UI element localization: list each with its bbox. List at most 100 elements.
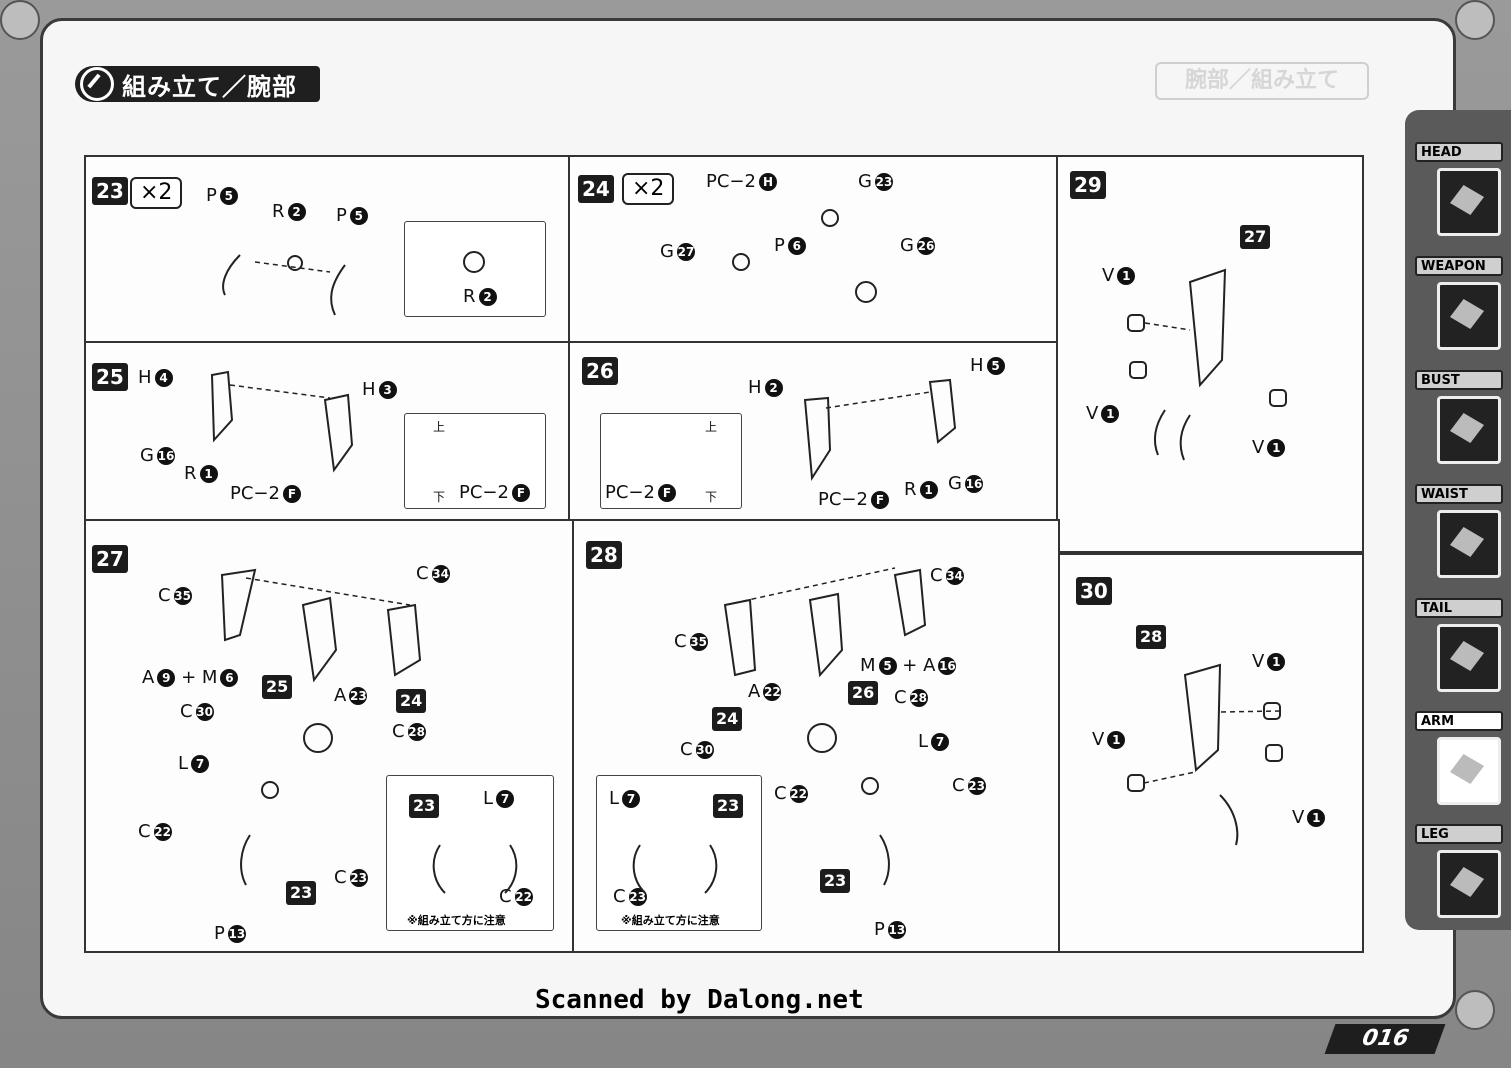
caution-note: ※組み立て方に注意: [407, 914, 506, 927]
subassembly-number: 23: [286, 881, 317, 905]
orientation-label: 上: [705, 420, 718, 434]
joint-part: [807, 723, 837, 753]
joint-part: [821, 209, 839, 227]
step-number: 25: [92, 363, 128, 391]
joint-part: [1269, 389, 1287, 407]
claw-part: [504, 844, 518, 894]
claw-part: [879, 834, 890, 886]
bolt-icon: [0, 0, 40, 40]
step-number: 29: [1070, 171, 1106, 199]
arm-part: [803, 396, 832, 481]
tab-weapon[interactable]: WEAPON: [1415, 256, 1503, 360]
tab-head[interactable]: HEAD: [1415, 142, 1503, 246]
tab-label: TAIL: [1415, 598, 1503, 618]
claw-part: [632, 844, 646, 894]
joint-part: [261, 781, 279, 799]
tab-waist[interactable]: WAIST: [1415, 484, 1503, 588]
claw-part: [1219, 794, 1239, 846]
tab-arm[interactable]: ARM: [1415, 711, 1503, 815]
arm-part: [210, 370, 234, 443]
step-number: 28: [586, 541, 622, 569]
leg-icon: [1437, 850, 1501, 918]
joint-part: [1127, 314, 1145, 332]
assembly-guide-line: [254, 261, 331, 273]
arm-part: [928, 378, 957, 444]
claw-part: [240, 834, 251, 886]
joint-part: [1127, 774, 1145, 792]
claw-part: [704, 844, 718, 894]
tail-icon: [1437, 624, 1501, 692]
tab-tail[interactable]: TAIL: [1415, 598, 1503, 702]
arm-part: [323, 393, 354, 473]
bolt-icon: [1455, 990, 1495, 1030]
step-number: 27: [92, 545, 128, 573]
quantity-badge: ×2: [130, 177, 183, 209]
subassembly-number: 23: [820, 869, 851, 893]
scan-watermark: Scanned by Dalong.net: [535, 985, 864, 1015]
head-icon: [1437, 168, 1501, 236]
assembly-guide-line: [1143, 771, 1196, 784]
caution-note: ※組み立て方に注意: [621, 914, 720, 927]
subassembly-number: 24: [712, 707, 743, 731]
joint-part: [303, 723, 333, 753]
joint-part: [855, 281, 877, 303]
tab-bust[interactable]: BUST: [1415, 370, 1503, 474]
assembly-guide-line: [1144, 322, 1191, 331]
assembly-guide-line: [825, 391, 931, 409]
waist-icon: [1437, 510, 1501, 578]
gear-part: [463, 251, 485, 273]
tab-label: WEAPON: [1415, 256, 1503, 276]
joint-part: [861, 777, 879, 795]
joint-part: [287, 255, 303, 271]
assembly-guide-line: [245, 577, 411, 606]
orientation-label: 下: [705, 490, 718, 504]
tab-leg[interactable]: LEG: [1415, 824, 1503, 928]
assembly-guide-line: [1219, 710, 1281, 713]
subassembly-number: 25: [262, 675, 293, 699]
step-number: 26: [582, 357, 618, 385]
subassembly-number: 27: [1240, 225, 1271, 249]
joint-part: [1265, 744, 1283, 762]
arm-part: [1183, 663, 1222, 773]
step-number: 30: [1076, 577, 1112, 605]
subassembly-number: 24: [396, 689, 427, 713]
claw-part: [330, 264, 346, 316]
claw-part: [432, 844, 446, 894]
